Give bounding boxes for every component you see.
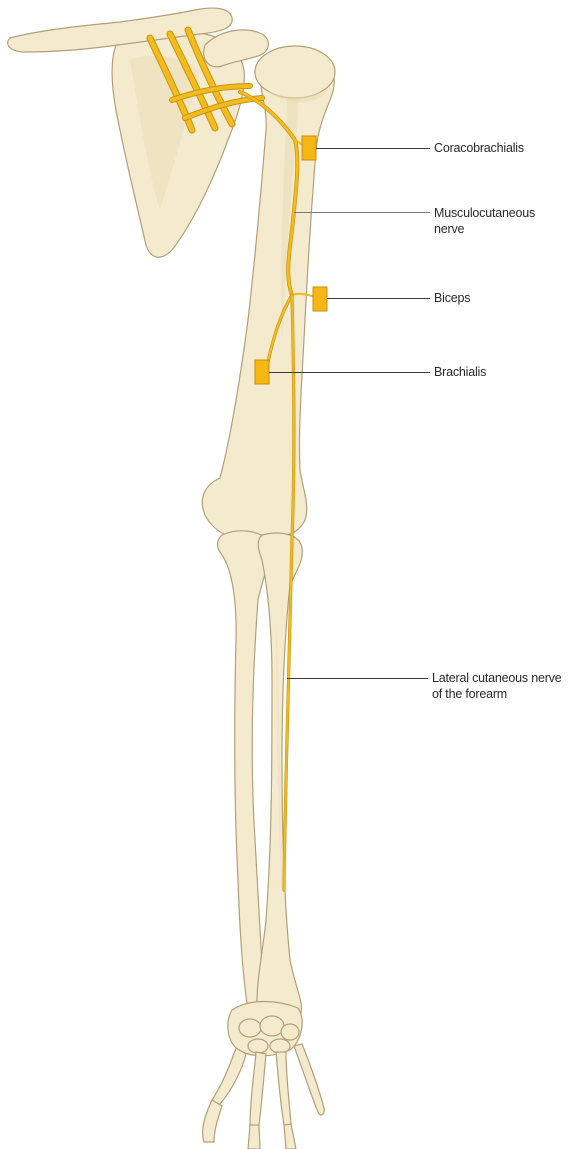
- lateral-cutaneous-label-line1: Lateral cutaneous nerve: [432, 670, 562, 686]
- musculocutaneous-label-line1: Musculocutaneous: [434, 205, 535, 221]
- ulna: [218, 531, 269, 1024]
- coracobrachialis-marker: [302, 136, 316, 160]
- lateral-cutaneous-label-line2: of the forearm: [432, 686, 562, 702]
- brachialis-leader: [269, 372, 430, 373]
- musculocutaneous-label-line2: nerve: [434, 221, 535, 237]
- metacarpals: [203, 1044, 325, 1149]
- biceps-leader: [327, 298, 430, 299]
- lateral-cutaneous-nerve-label: Lateral cutaneous nerve of the forearm: [432, 670, 562, 702]
- brachialis-label: Brachialis: [434, 364, 486, 380]
- radius: [257, 533, 302, 1024]
- biceps-marker: [313, 287, 327, 311]
- musculocutaneous-leader: [294, 212, 430, 213]
- lateral-cutaneous-leader: [287, 678, 428, 679]
- carpals: [228, 1002, 302, 1056]
- coracobrachialis-leader: [316, 148, 430, 149]
- brachialis-marker: [255, 360, 269, 384]
- biceps-label: Biceps: [434, 290, 470, 306]
- coracobrachialis-label: Coracobrachialis: [434, 140, 524, 156]
- musculocutaneous-nerve-label: Musculocutaneous nerve: [434, 205, 535, 237]
